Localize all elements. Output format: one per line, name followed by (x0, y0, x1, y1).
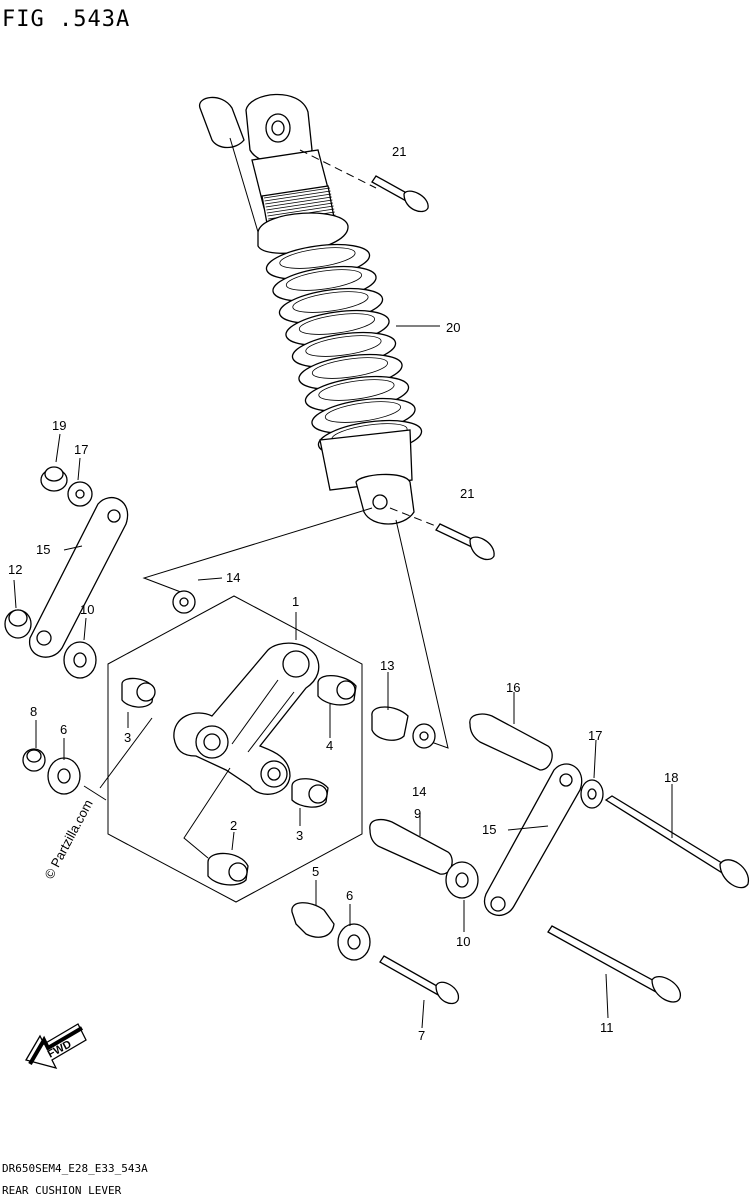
bushing-3-upper (121, 677, 156, 708)
spring-coil-inner (279, 247, 356, 269)
figure-name: REAR CUSHION LEVER (2, 1184, 122, 1197)
bushing-3-lower (291, 778, 329, 808)
washer-10-left (63, 641, 97, 679)
spring-coil-inner (305, 335, 382, 357)
callout-4: 4 (326, 738, 333, 753)
callout-numbers: 21 20 21 19 17 15 12 10 14 1 3 4 8 6 2 3… (8, 144, 678, 1043)
callout-10-left: 10 (80, 602, 94, 617)
callout-17-right: 17 (588, 728, 602, 743)
nut-12 (4, 609, 32, 639)
callout-14-lower: 14 (412, 784, 426, 799)
callout-16: 16 (506, 680, 520, 695)
bolt-21-upper (371, 175, 429, 213)
callout-3-upper: 3 (124, 730, 131, 745)
callout-6-right: 6 (346, 888, 353, 903)
callout-8: 8 (30, 704, 37, 719)
cushion-lever-1 (173, 642, 320, 795)
callout-19: 19 (52, 418, 66, 433)
lever-group-outline (107, 595, 363, 903)
callout-10-right: 10 (456, 934, 470, 949)
nut-19 (40, 466, 68, 492)
thread-line (266, 199, 333, 211)
spacer-13 (371, 706, 409, 741)
bushing-2 (207, 852, 249, 886)
spring-coil-inner (292, 291, 369, 313)
rod-15-right (483, 763, 583, 916)
leader-bushing-2 (183, 767, 231, 859)
washer-17-left (67, 481, 93, 507)
spring-coil-inner (311, 357, 388, 379)
callout-5: 5 (312, 864, 319, 879)
shock-absorber (199, 93, 423, 525)
callout-2: 2 (230, 818, 237, 833)
callout-17-left: 17 (74, 442, 88, 457)
callout-21-upper: 21 (392, 144, 406, 159)
washer-14-lower (412, 723, 436, 749)
callout-20: 20 (446, 320, 460, 335)
thread-line (265, 196, 332, 208)
callout-7: 7 (418, 1028, 425, 1043)
rod-15-left (29, 496, 129, 658)
washer-17-right (580, 779, 604, 809)
callout-6-left: 6 (60, 722, 67, 737)
shock-spring (265, 243, 423, 457)
figure-code: DR650SEM4_E28_E33_543A (2, 1162, 148, 1175)
bolt-18 (604, 795, 749, 889)
thread-line (265, 193, 332, 205)
spring-coil-inner (298, 313, 375, 335)
callout-21-lower: 21 (460, 486, 474, 501)
nut-8 (22, 748, 46, 772)
callout-1: 1 (292, 594, 299, 609)
bolt-11 (547, 925, 681, 1003)
spring-coil-inner (318, 379, 395, 401)
spring-coil-inner (324, 401, 401, 423)
spacer-5 (291, 902, 335, 938)
thread-line (267, 205, 334, 217)
callout-11: 11 (600, 1020, 614, 1035)
leader-bushing (99, 717, 153, 789)
figure-title: FIG .543A (2, 7, 130, 32)
bolt-7 (379, 955, 460, 1005)
thread-line (266, 202, 334, 214)
fwd-arrow-icon: FWD (25, 1023, 87, 1069)
watermark: © Partzilla.com (41, 797, 95, 881)
callout-13: 13 (380, 658, 394, 673)
callout-18: 18 (664, 770, 678, 785)
callout-14-upper: 14 (226, 570, 240, 585)
callout-9: 9 (414, 806, 421, 821)
callout-12: 12 (8, 562, 22, 577)
washer-14-upper (172, 590, 196, 614)
leader-washer-6 (83, 785, 107, 801)
washer-6-right (337, 923, 371, 961)
spacer-9 (369, 818, 453, 875)
callout-3-lower: 3 (296, 828, 303, 843)
washer-6-left (47, 757, 81, 795)
spacer-16 (469, 713, 553, 771)
leader-lines (13, 325, 673, 1029)
thread-line (264, 190, 331, 202)
bolt-21-lower (435, 523, 495, 561)
bushing-4 (317, 675, 357, 706)
spring-coil-inner (285, 269, 362, 291)
washer-10-right (445, 861, 479, 899)
thread-line (263, 187, 331, 199)
callout-15-right: 15 (482, 822, 496, 837)
callout-15-left: 15 (36, 542, 50, 557)
